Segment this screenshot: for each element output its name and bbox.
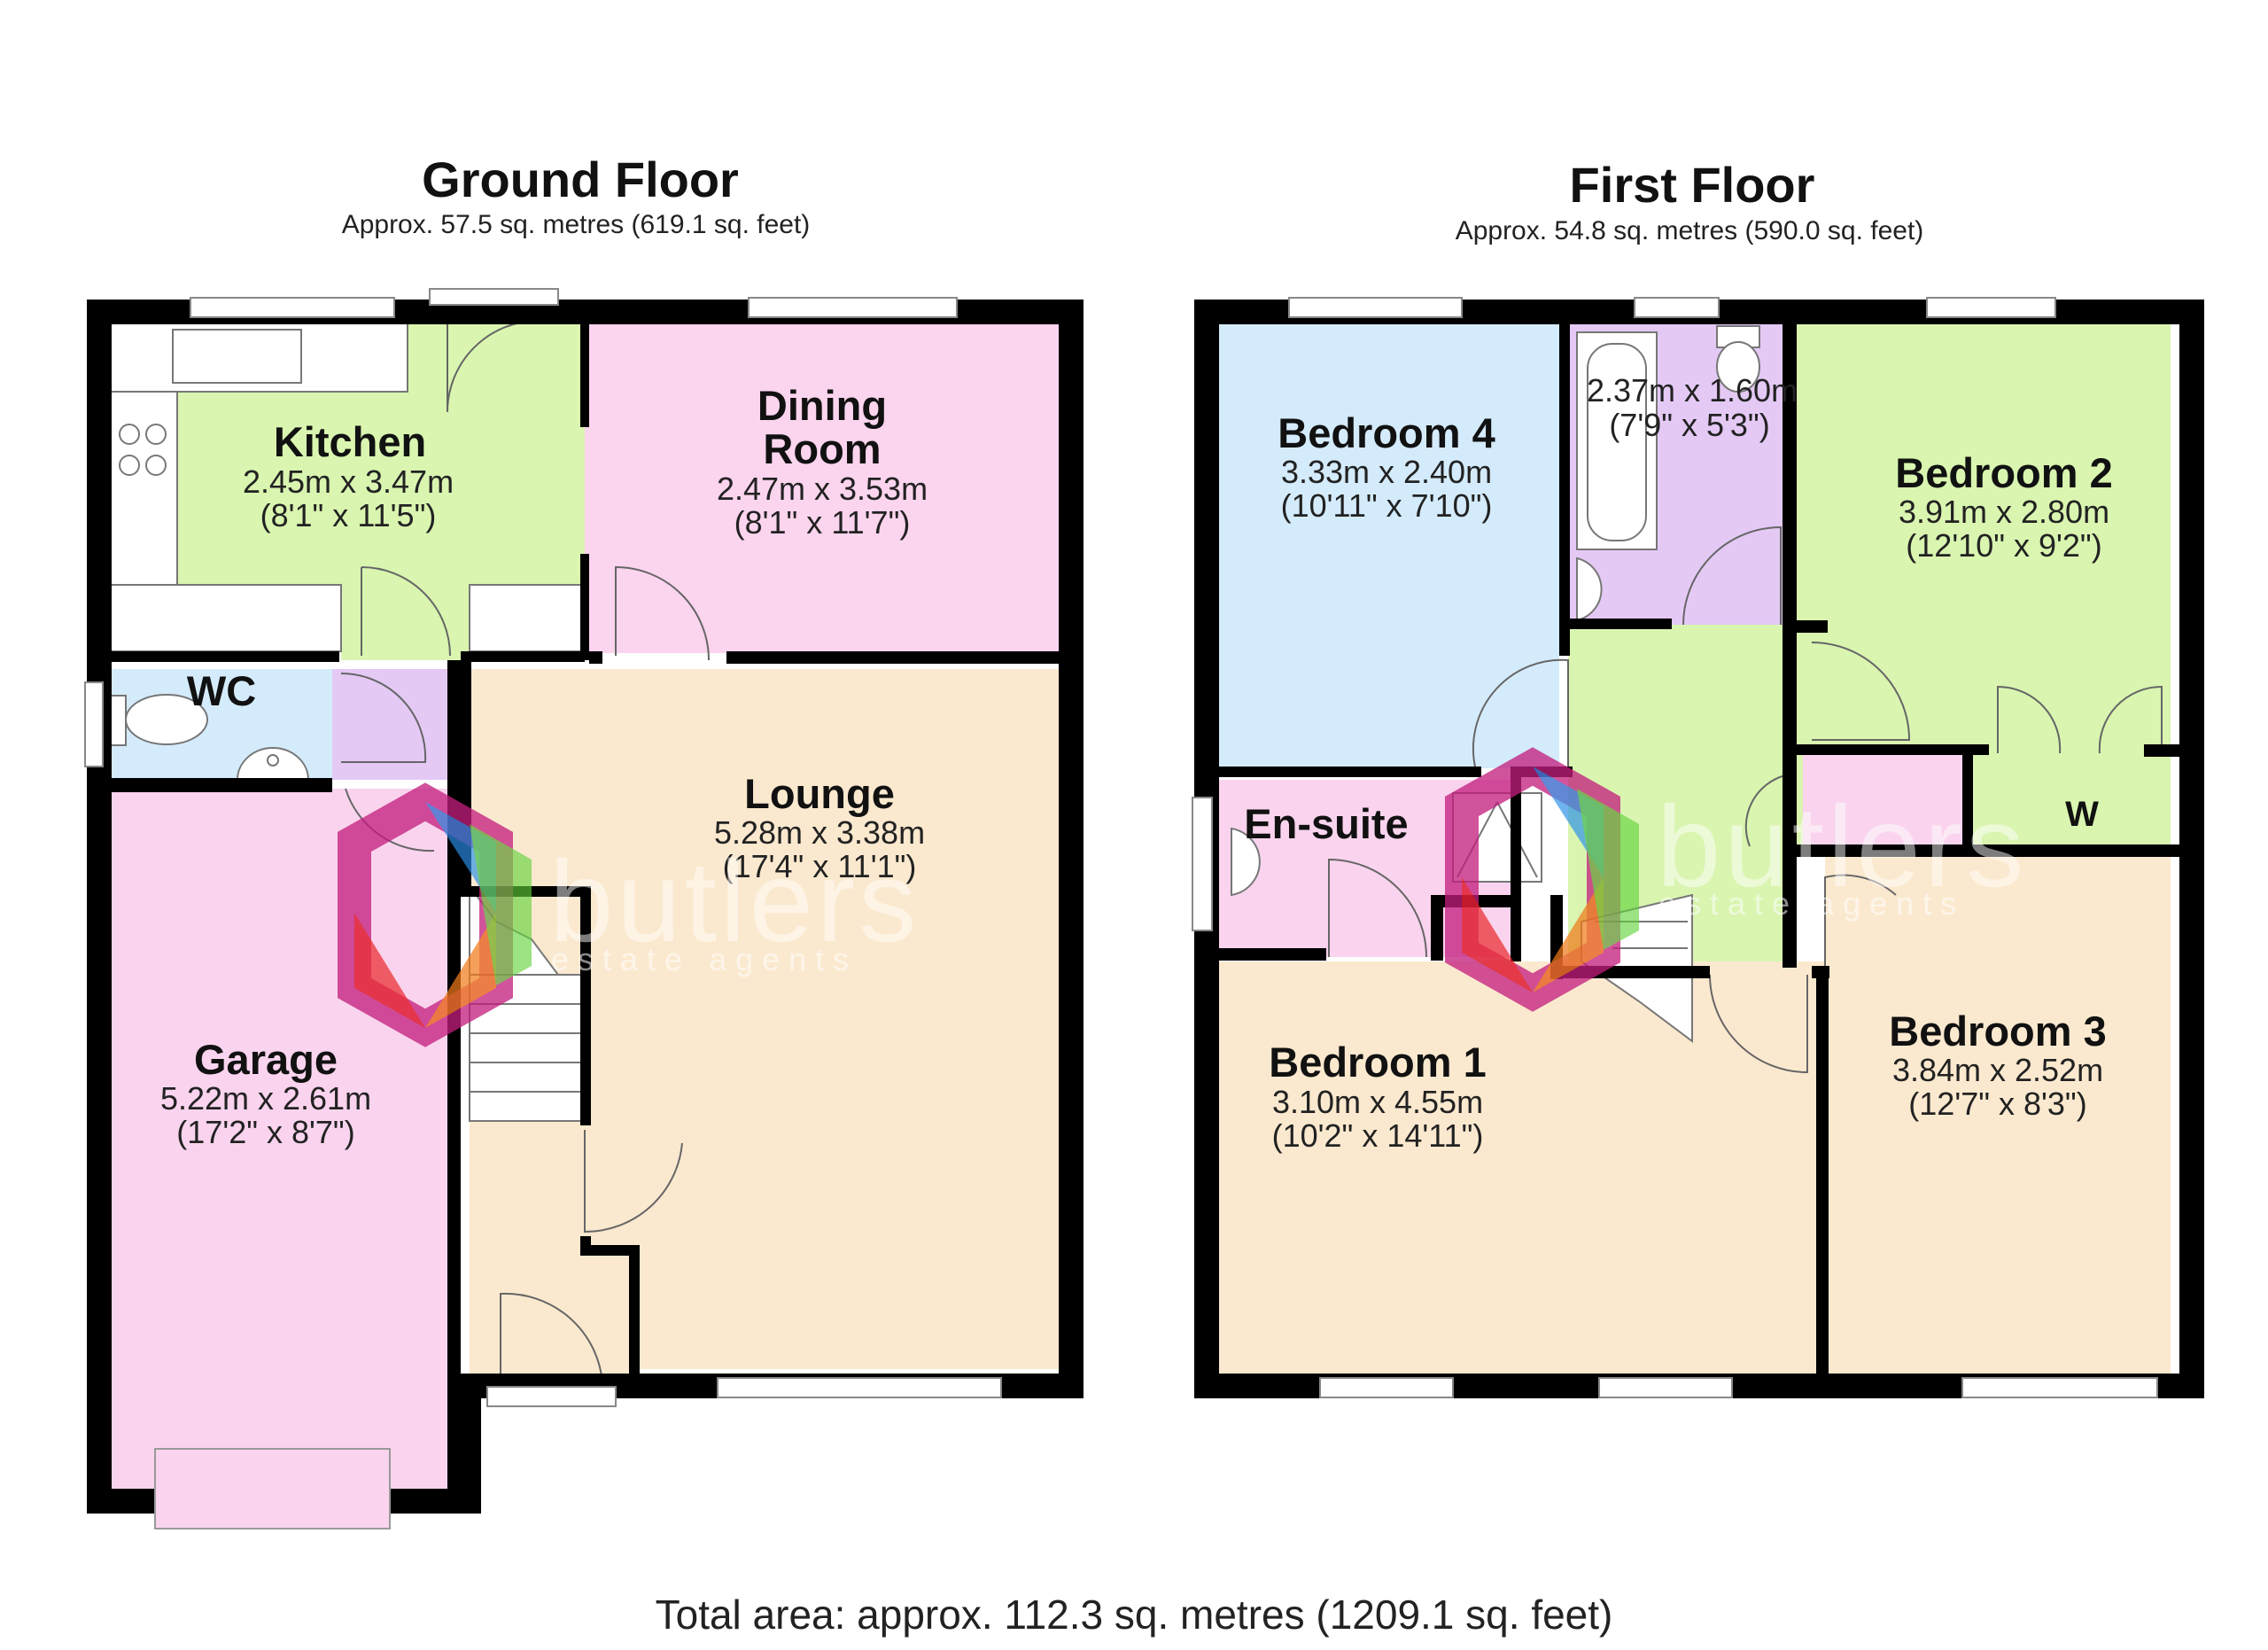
bedroom2-imperial: (12'10" x 9'2") (1906, 527, 2101, 564)
bathroom-metric: 2.37m x 1.60m (1587, 372, 1798, 409)
wc-door (340, 672, 427, 763)
ensuite-door (1328, 858, 1427, 958)
kitchen-name: Kitchen (274, 418, 426, 465)
watermark-hexagon-icon (1445, 747, 1639, 1012)
cupboard-floor (1803, 753, 1962, 855)
bedroom3-floor (1825, 855, 2171, 1374)
garage-imperial: (17'2" x 8'7") (176, 1114, 354, 1150)
bedroom4-floor (1218, 321, 1559, 768)
watermark-hexagon-icon (338, 782, 532, 1047)
ground-floor-title: Ground Floor (422, 152, 739, 207)
wc-name: WC (187, 667, 256, 714)
front-door-step (486, 1386, 617, 1407)
bedroom3-name: Bedroom 3 (1889, 1008, 2107, 1055)
bedroom3-imperial: (12'7" x 8'3") (1908, 1086, 2086, 1122)
ensuite-window (1192, 797, 1213, 931)
watermark-name: butlers (1657, 782, 2027, 911)
ground-floor-area: Approx. 57.5 sq. metres (619.1 sq. feet) (342, 210, 811, 239)
kitchen-window (190, 297, 395, 318)
dining-name-line1: Dining (757, 382, 887, 429)
bedroom1-imperial: (10'2" x 14'11") (1272, 1117, 1484, 1154)
first-floor: First Floor Approx. 54.8 sq. metres (590… (1192, 157, 2204, 1398)
front-door (500, 1292, 603, 1383)
wardrobe-label: W (2065, 795, 2099, 834)
dining-name-line2: Room (763, 425, 881, 472)
lounge-window (717, 1377, 1002, 1398)
ensuite-basin-icon (1231, 827, 1261, 897)
garage-name: Garage (194, 1036, 338, 1083)
bedroom4-window (1288, 297, 1463, 318)
bedroom1-floor (1218, 961, 1821, 1374)
lounge-name: Lounge (744, 770, 895, 817)
bedroom1-name: Bedroom 1 (1269, 1039, 1487, 1086)
dining-door (615, 565, 710, 661)
wc-lobby-floor (332, 669, 456, 780)
bedroom4-imperial: (10'11" x 7'10") (1281, 487, 1493, 524)
watermark-right: butlers estate agents (1445, 747, 2027, 1012)
bedroom2-door (1811, 642, 1911, 741)
first-floor-title: First Floor (1570, 157, 1815, 213)
bedroom1-metric: 3.10m x 4.55m (1272, 1084, 1483, 1120)
garage-metric: 5.22m x 2.61m (160, 1080, 371, 1117)
garage-door-opening (154, 1448, 391, 1529)
watermark-tagline: estate agents (1658, 885, 1965, 922)
wardrobe-door-left (1997, 685, 2062, 754)
bedroom2-name: Bedroom 2 (1895, 449, 2113, 496)
bathroom-basin-icon (1576, 556, 1603, 622)
bathroom-window (1634, 297, 1720, 318)
basin-icon (236, 747, 310, 781)
bedroom1-door (1709, 974, 1808, 1074)
cupboard-door (1744, 774, 1786, 847)
bedroom3-window (1961, 1377, 2158, 1398)
bedroom2-window (1926, 297, 2056, 318)
kitchen-door-window (429, 288, 559, 306)
lounge-metric: 5.28m x 3.38m (714, 814, 925, 851)
dining-imperial: (8'1" x 11'7") (734, 504, 911, 541)
hob-icon (119, 424, 167, 476)
dining-metric: 2.47m x 3.53m (717, 471, 928, 507)
wc-window (84, 681, 104, 767)
kitchen-worktop-bottom (110, 584, 342, 652)
garage-floor (111, 789, 456, 1489)
kitchen-door (361, 566, 451, 657)
watermark-name: butlers (549, 837, 920, 966)
sink-icon (172, 329, 302, 384)
watermark-left: butlers estate agents (338, 782, 920, 1047)
bedroom4-metric: 3.33m x 2.40m (1281, 454, 1492, 490)
dining-room-floor (585, 321, 1059, 653)
total-area: Total area: approx. 112.3 sq. metres (12… (656, 1592, 1613, 1638)
ground-floor: Ground Floor Approx. 57.5 sq. metres (61… (84, 152, 1084, 1529)
bedroom3-metric: 3.84m x 2.52m (1892, 1052, 2103, 1088)
dining-window (748, 297, 958, 318)
lounge-door (584, 1130, 683, 1234)
bathroom-door (1682, 525, 1782, 626)
kitchen-cupboard (469, 584, 586, 652)
first-floor-area: Approx. 54.8 sq. metres (590.0 sq. feet) (1456, 216, 1924, 245)
bedroom4-door (1472, 658, 1569, 767)
kitchen-metric: 2.45m x 3.47m (243, 463, 454, 500)
watermark-tagline: estate agents (551, 941, 858, 977)
ensuite-name: En-suite (1244, 800, 1408, 847)
bedroom4-name: Bedroom 4 (1278, 409, 1495, 456)
kitchen-lobby-floor (341, 567, 470, 660)
kitchen-imperial: (8'1" x 11'5") (260, 497, 437, 533)
lounge-imperial: (17'4" x 11'1") (723, 848, 917, 884)
bedroom3-door (1824, 874, 1897, 966)
bedroom2-metric: 3.91m x 2.80m (1899, 494, 2109, 530)
bedroom1-window-right (1598, 1377, 1733, 1398)
bathroom-toilet-icon (1716, 325, 1760, 393)
bedroom1-window-left (1319, 1377, 1454, 1398)
wardrobe-door-right (2098, 685, 2163, 754)
bathroom-imperial: (7'9" x 5'3") (1609, 407, 1769, 443)
